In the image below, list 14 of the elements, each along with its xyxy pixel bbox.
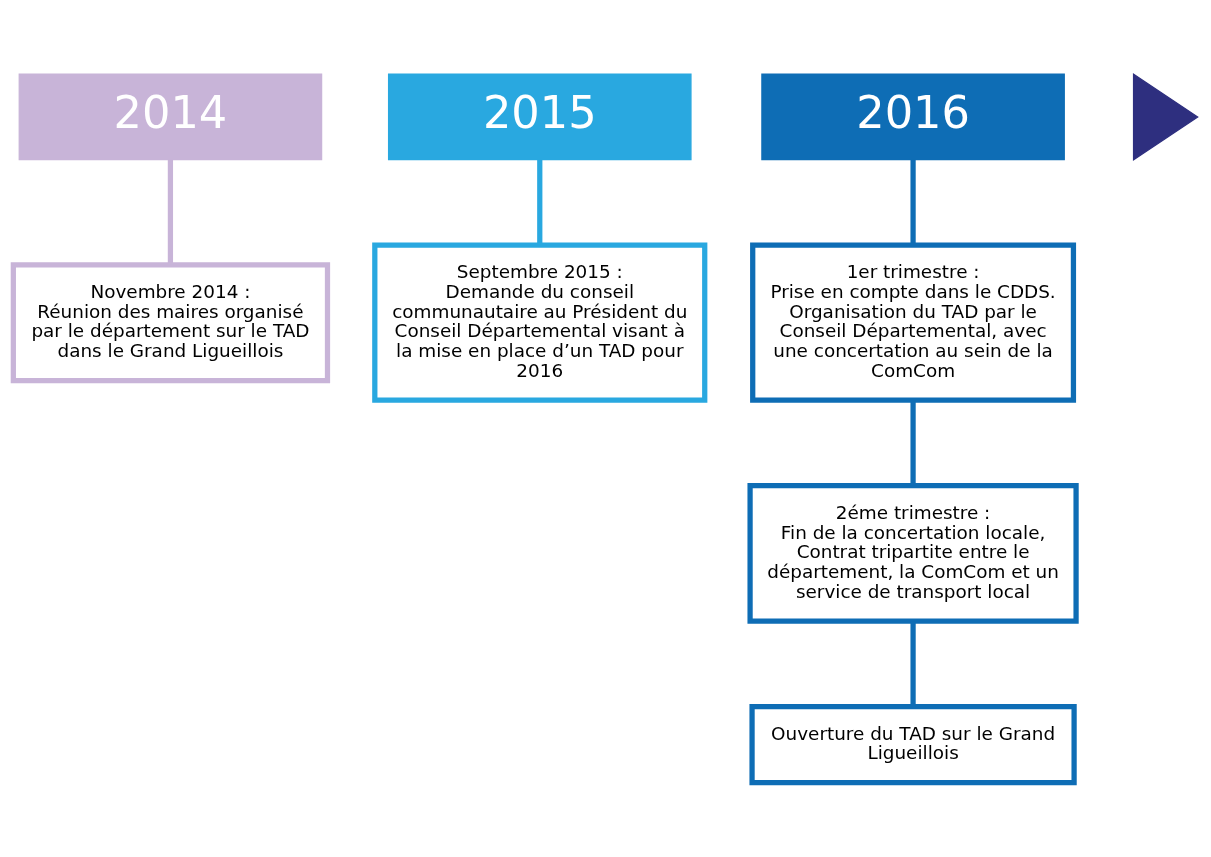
connector	[167, 159, 174, 265]
node-box: 1er trimestre : Prise en compte dans le CDDS. Organisation du TAD par le Conseil Départemental, avec une concertation au sein de la ComCom	[750, 242, 1077, 403]
node-box: Novembre 2014 : Réunion des maires organisé par le département sur le TAD dans le Grand Ligueillois	[10, 262, 331, 384]
connector	[537, 159, 543, 245]
node-triangle	[1132, 73, 1199, 161]
connector	[910, 400, 916, 486]
node-box: 2014	[18, 73, 323, 161]
connector	[910, 621, 916, 707]
node-box: Ouverture du TAD sur le Grand Ligueillois	[749, 703, 1077, 786]
node-box: 2éme trimestre : Fin de la concertation locale, Contrat tripartite entre le département, la ComCom et un service de transport local	[747, 483, 1079, 624]
node-box: Septembre 2015 : Demande du conseil communautaire au Président du Conseil Départemental visant à la mise en place d’un TAD pour 2016	[372, 242, 708, 403]
connector	[910, 159, 916, 245]
node-box: 2015	[387, 73, 692, 161]
node-box: 2016	[761, 73, 1065, 161]
